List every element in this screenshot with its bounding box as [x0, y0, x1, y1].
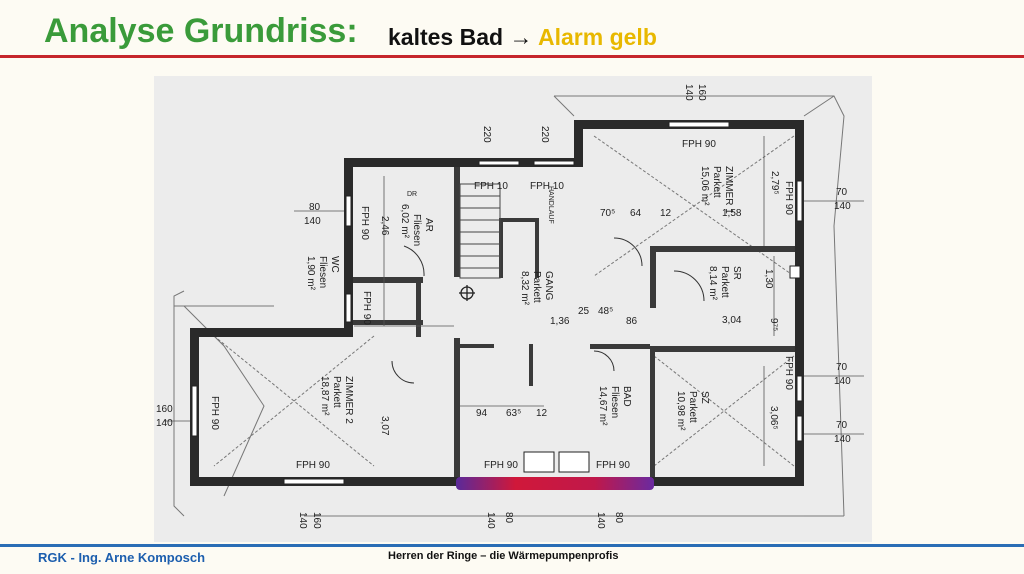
dim-d17: 48⁵ — [598, 306, 613, 317]
roof-outline — [173, 95, 845, 517]
alarm-label: Alarm gelb — [538, 24, 657, 50]
window-label-left-z2: FPH 90 — [209, 396, 220, 430]
room-sz-area: 10,98 m² — [675, 391, 686, 431]
dimension-lines — [164, 136, 864, 517]
dim-l1b: 140 — [304, 216, 321, 227]
dim-d13: 94 — [476, 408, 488, 419]
room-zimmer1-area: 15,06 m² — [699, 166, 710, 206]
label-handlauf: HANDLAUF — [547, 186, 554, 224]
footer-tagline: Herren der Ringe – die Wärmepumpenprofis — [388, 550, 619, 562]
room-bad-name: BAD — [621, 386, 632, 407]
windows — [191, 121, 803, 485]
dim-r3a: 70 — [836, 420, 848, 431]
window-label-top-right: FPH 90 — [682, 139, 716, 150]
label-dr: DR — [407, 191, 417, 198]
outer-dimensions: 70 140 70 140 70 140 80 140 160 140 220 … — [156, 84, 851, 529]
dim-d7: 3,07 — [379, 416, 390, 436]
room-sr-name: SR — [731, 266, 742, 280]
dim-d4: 3,04 — [722, 315, 742, 326]
dim-b1: 140 — [297, 512, 308, 529]
dim-b3: 140 — [485, 512, 496, 529]
window-label-bottom-bad-2: FPH 90 — [596, 460, 630, 471]
dim-d14: 63⁵ — [506, 408, 521, 419]
window-label-left-wc: FPH 90 — [361, 291, 372, 325]
room-zimmer1-name: ZIMMER 1 — [723, 166, 734, 214]
room-zimmer1-floor: Parkett — [711, 166, 722, 198]
dim-r3b: 140 — [834, 434, 851, 445]
floor-plan: AR Fliesen 6,02 m² WC Fliesen 1,90 m² ZI… — [154, 76, 872, 542]
room-sr-area: 8,14 m² — [707, 266, 718, 301]
window-label-left-ar: FPH 90 — [359, 206, 370, 240]
room-sr-floor: Parkett — [719, 266, 730, 298]
room-wc-area: 1,90 m² — [305, 256, 316, 291]
dim-d15: 12 — [536, 408, 548, 419]
dim-b6: 80 — [613, 512, 624, 524]
room-bad-floor: Fliesen — [609, 386, 620, 418]
room-gang-name: GANG — [543, 271, 554, 301]
room-gang-floor: Parkett — [531, 271, 542, 303]
dim-r2b: 140 — [834, 376, 851, 387]
dim-d11: 12 — [660, 208, 672, 219]
dim-d2: 2,79⁵ — [769, 171, 780, 195]
dim-b4: 80 — [503, 512, 514, 524]
dim-l2b: 140 — [156, 418, 173, 429]
dim-d5: 9⁷⁵ — [768, 318, 779, 331]
floor-plan-drawing: AR Fliesen 6,02 m² WC Fliesen 1,90 m² ZI… — [156, 84, 864, 529]
subtitle-main: kaltes Bad → — [388, 24, 533, 50]
dim-d8: 1,36 — [550, 316, 570, 327]
title-rule — [0, 55, 1024, 58]
dim-d12: 1,58 — [722, 208, 742, 219]
slide-title: Analyse Grundriss: — [44, 12, 358, 50]
footer-rule — [0, 544, 1024, 547]
room-labels: AR Fliesen 6,02 m² WC Fliesen 1,90 m² ZI… — [305, 166, 742, 431]
window-label-right-sz: FPH 90 — [783, 356, 794, 390]
dim-d3: 1,30 — [763, 269, 774, 289]
dim-t3: 140 — [683, 84, 694, 101]
room-sz-name: SZ — [699, 391, 710, 404]
dim-d10: 64 — [630, 208, 642, 219]
interior-walls — [353, 167, 795, 477]
staircase — [459, 183, 501, 279]
inner-dimensions: 2,46 2,79⁵ 1,30 3,04 9⁷⁵ 3,06⁵ 3,07 1,36… — [379, 171, 780, 436]
dim-r1a: 70 — [836, 187, 848, 198]
dim-d18: 86 — [626, 316, 638, 327]
dim-t1: 220 — [481, 126, 492, 143]
room-bad-area: 14,67 m² — [597, 386, 608, 426]
window-label-bottom-bad-1: FPH 90 — [484, 460, 518, 471]
room-wc-name: WC — [329, 256, 340, 273]
footer-author: RGK - Ing. Arne Komposch — [38, 550, 206, 565]
slide-subtitle: kaltes Bad → Alarm gelb — [388, 24, 657, 51]
room-ar-name: AR — [423, 218, 434, 232]
room-zimmer2-name: ZIMMER 2 — [343, 376, 354, 424]
window-label-top-left-2: FPH 10 — [530, 181, 564, 192]
thermostat-icon — [789, 265, 801, 279]
dim-l1a: 80 — [309, 202, 321, 213]
dim-r1b: 140 — [834, 201, 851, 212]
dim-d16: 25 — [578, 306, 590, 317]
window-label-top-left-1: FPH 10 — [474, 181, 508, 192]
door-swings — [391, 237, 705, 384]
dim-d9: 70⁵ — [600, 208, 615, 219]
window-label-bottom-z2: FPH 90 — [296, 460, 330, 471]
dim-d6: 3,06⁵ — [768, 406, 779, 430]
room-ar-area: 6,02 m² — [399, 204, 410, 239]
room-gang-area: 8,32 m² — [519, 271, 530, 306]
room-zimmer2-floor: Parkett — [331, 376, 342, 408]
dim-t4: 160 — [696, 84, 707, 101]
room-ar-floor: Fliesen — [411, 214, 422, 246]
dim-d1: 2,46 — [379, 216, 390, 236]
dim-t2: 220 — [539, 126, 550, 143]
window-label-right-z1: FPH 90 — [783, 181, 794, 215]
heating-element-bad — [456, 477, 654, 490]
room-sz-floor: Parkett — [687, 391, 698, 423]
dim-b2: 160 — [311, 512, 322, 529]
dim-b5: 140 — [595, 512, 606, 529]
dim-l2a: 160 — [156, 404, 173, 415]
room-zimmer2-area: 18,87 m² — [319, 376, 330, 416]
room-wc-floor: Fliesen — [317, 256, 328, 288]
window-labels: FPH 10 FPH 10 FPH 90 FPH 90 FPH 90 FPH 9… — [209, 139, 794, 471]
dim-r2a: 70 — [836, 362, 848, 373]
small-annotations: DR HANDLAUF — [407, 186, 554, 224]
